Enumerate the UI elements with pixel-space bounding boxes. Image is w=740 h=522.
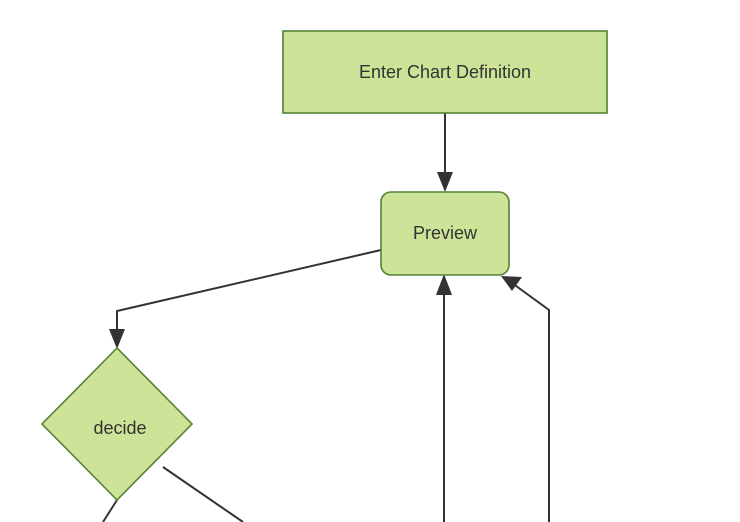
edge-line [511, 282, 550, 522]
edge-line [102, 499, 118, 522]
node-rect[interactable] [282, 30, 608, 114]
edge-line [162, 466, 244, 522]
arrowhead-icon [109, 329, 125, 349]
arrowhead-icon [501, 276, 522, 291]
edge-preview-to-decide [109, 249, 382, 349]
edge-right-into-preview [501, 276, 550, 522]
edge-decide-right-out [162, 466, 244, 522]
node-rounded-rect[interactable] [380, 191, 510, 276]
edge-enter-to-preview [437, 113, 453, 192]
edge-decide-bottom-out [102, 499, 118, 522]
node-label-enter-chart-definition: Enter Chart Definition [359, 62, 531, 82]
arrowhead-icon [436, 274, 452, 295]
node-label-decide: decide [93, 418, 146, 438]
node-decide[interactable]: decide [40, 346, 194, 502]
edge-line [116, 249, 382, 338]
node-diamond[interactable] [40, 346, 194, 502]
node-enter-chart-definition[interactable]: Enter Chart Definition [282, 30, 608, 114]
arrowhead-icon [437, 172, 453, 192]
node-label-preview: Preview [413, 223, 478, 243]
edge-center-into-preview [436, 274, 452, 522]
node-preview[interactable]: Preview [380, 191, 510, 276]
